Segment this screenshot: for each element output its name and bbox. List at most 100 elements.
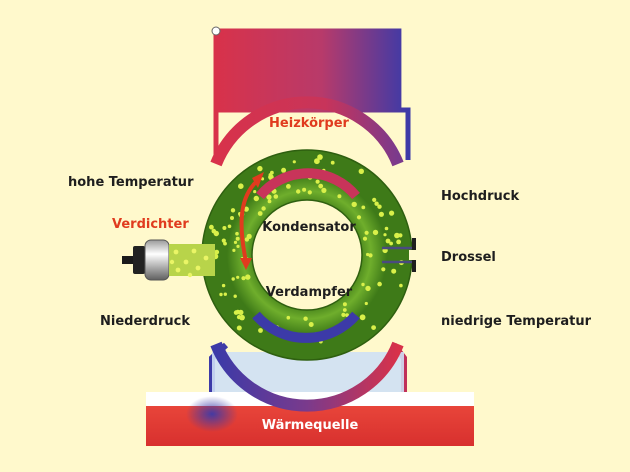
refrigerant-bubble [258,328,263,333]
refrigerant-bubble [308,322,314,327]
refrigerant-bubble [230,216,234,220]
refrigerant-bubble [342,302,347,307]
coil-inlet-icon [211,26,221,36]
refrigerant-bubble [303,316,308,321]
refrigerant-bubble [266,194,272,200]
refrigerant-bubble [214,249,220,255]
refrigerant-bubble [372,197,377,202]
refrigerant-bubble [236,275,240,279]
refrigerant-bubble [246,233,252,239]
refrigerant-bubble [223,292,227,296]
radiator-coil [211,26,411,160]
refrigerant-bubble [267,199,272,204]
refrigerant-bubble [374,201,379,206]
condenser-label: Kondensator [262,220,356,235]
refrigerant-bubble [231,277,235,281]
refrigerant-bubble [235,236,240,241]
refrigerant-bubble [230,208,236,213]
throttle-label: Drossel [441,250,496,265]
refrigerant-bubble [368,253,373,258]
high-temperature-label: hohe Temperatur [68,175,194,190]
refrigerant-bubble [281,167,287,173]
compressor-icon [122,239,215,281]
evaporator-inner-arc [252,311,360,343]
refrigerant-bubble [296,189,301,194]
refrigerant-bubble [238,183,244,189]
refrigerant-bubble [377,281,382,287]
refrigerant-bubble [361,282,365,287]
flow-arrow-icon [239,172,264,270]
low-temperature-label: niedrige Temperatur [441,314,592,329]
refrigerant-bubble [399,283,403,288]
refrigerant-bubble [315,179,320,184]
high-pressure-label: Hochdruck [441,189,519,204]
refrigerant-bubble [286,184,291,189]
refrigerant-bubble [371,325,376,330]
refrigerant-bubble [253,190,257,194]
refrigerant-bubble [362,236,368,241]
refrigerant-bubble [364,301,368,306]
refrigerant-bubble [236,244,240,248]
refrigerant-bubble [364,230,369,235]
evaporator-outer-arc [210,341,404,412]
refrigerant-bubble [389,210,395,216]
refrigerant-ring [201,149,413,361]
refrigerant-bubble [358,168,364,174]
refrigerant-bubble [389,241,393,246]
refrigerant-bubble [235,231,239,236]
refrigerant-bubble [391,268,397,274]
refrigerant-bubble [302,187,307,192]
refrigerant-bubble [221,238,226,243]
refrigerant-bubble [383,233,387,237]
refrigerant-bubble [211,228,217,234]
heat-source-label: Wärmequelle [262,418,359,433]
refrigerant-bubble [361,205,366,210]
refrigerant-bubble [317,154,323,160]
refrigerant-bubble [378,211,384,217]
labels: Heizkörper hohe Temperatur Verdichter Ni… [68,116,592,433]
refrigerant-bubble [257,165,263,172]
refrigerant-bubble [377,204,382,209]
refrigerant-bubble [292,160,296,164]
low-pressure-label: Niederdruck [100,314,190,329]
refrigerant-bubble [372,229,379,236]
compressor-label: Verdichter [112,217,189,232]
condenser-outer-arc [210,96,404,167]
refrigerant-bubble [307,190,312,195]
refrigerant-bubble [396,239,401,245]
refrigerant-bubble [330,160,335,165]
refrigerant-bubble [245,274,251,280]
refrigerant-bubble [239,314,245,321]
refrigerant-bubble [241,276,246,281]
refrigerant-bubble [253,195,259,202]
refrigerant-bubble [221,283,226,288]
refrigerant-bubble [342,308,347,312]
refrigerant-bubble [223,241,227,246]
refrigerant-bubble [209,224,214,230]
refrigerant-bubble [261,206,266,211]
refrigerant-bubble [233,240,238,244]
refrigerant-bubble [365,285,371,292]
refrigerant-bubble [337,194,342,199]
refrigerant-bubble [359,314,366,321]
refrigerant-bubble [238,309,244,316]
evaporator-housing [212,352,404,392]
refrigerant-bubble [366,252,370,257]
heat-source-block [146,392,474,446]
refrigerant-bubble [394,232,400,239]
refrigerant-bubble [351,201,357,208]
refrigerant-bubble [314,158,320,165]
refrigerant-bubble [286,315,291,320]
refrigerant-bubble [381,267,386,272]
refrigerant-bubble [273,194,279,199]
refrigerant-bubble [384,226,389,231]
radiator-label: Heizkörper [269,116,349,131]
refrigerant-bubble [385,238,391,244]
throttle-valve [382,238,421,272]
refrigerant-bubble [236,325,242,331]
condenser-inner-arc [256,168,360,200]
refrigerant-bubble [321,187,327,193]
refrigerant-bubble [268,173,272,177]
evaporator-label: Verdampfer [266,285,353,300]
